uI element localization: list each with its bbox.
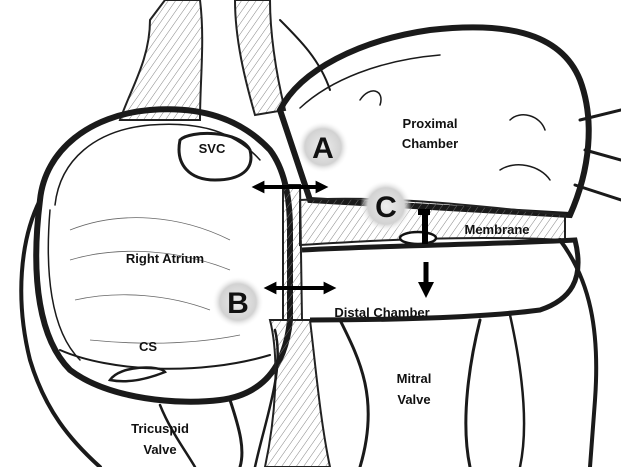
marker-a-letter: A: [312, 132, 334, 165]
marker-a: A: [297, 121, 349, 173]
label-right-atrium: Right Atrium: [126, 251, 204, 266]
label-mitral-line1: Mitral: [397, 371, 432, 386]
label-distal-chamber: Distal Chamber: [334, 305, 429, 320]
marker-b: B: [212, 276, 264, 328]
marker-c: C: [360, 180, 412, 232]
label-tricuspid-line1: Tricuspid: [131, 421, 189, 436]
label-cs: CS: [139, 339, 157, 354]
label-tricuspid-line2: Valve: [143, 442, 176, 457]
label-svc: SVC: [199, 141, 226, 156]
label-membrane: Membrane: [464, 222, 529, 237]
label-mitral-line2: Valve: [397, 392, 430, 407]
marker-b-letter: B: [227, 287, 249, 320]
label-proximal-line2: Chamber: [402, 136, 458, 151]
membrane-opening: [400, 232, 436, 244]
label-proximal-line1: Proximal: [403, 116, 458, 131]
marker-c-letter: C: [375, 191, 397, 224]
